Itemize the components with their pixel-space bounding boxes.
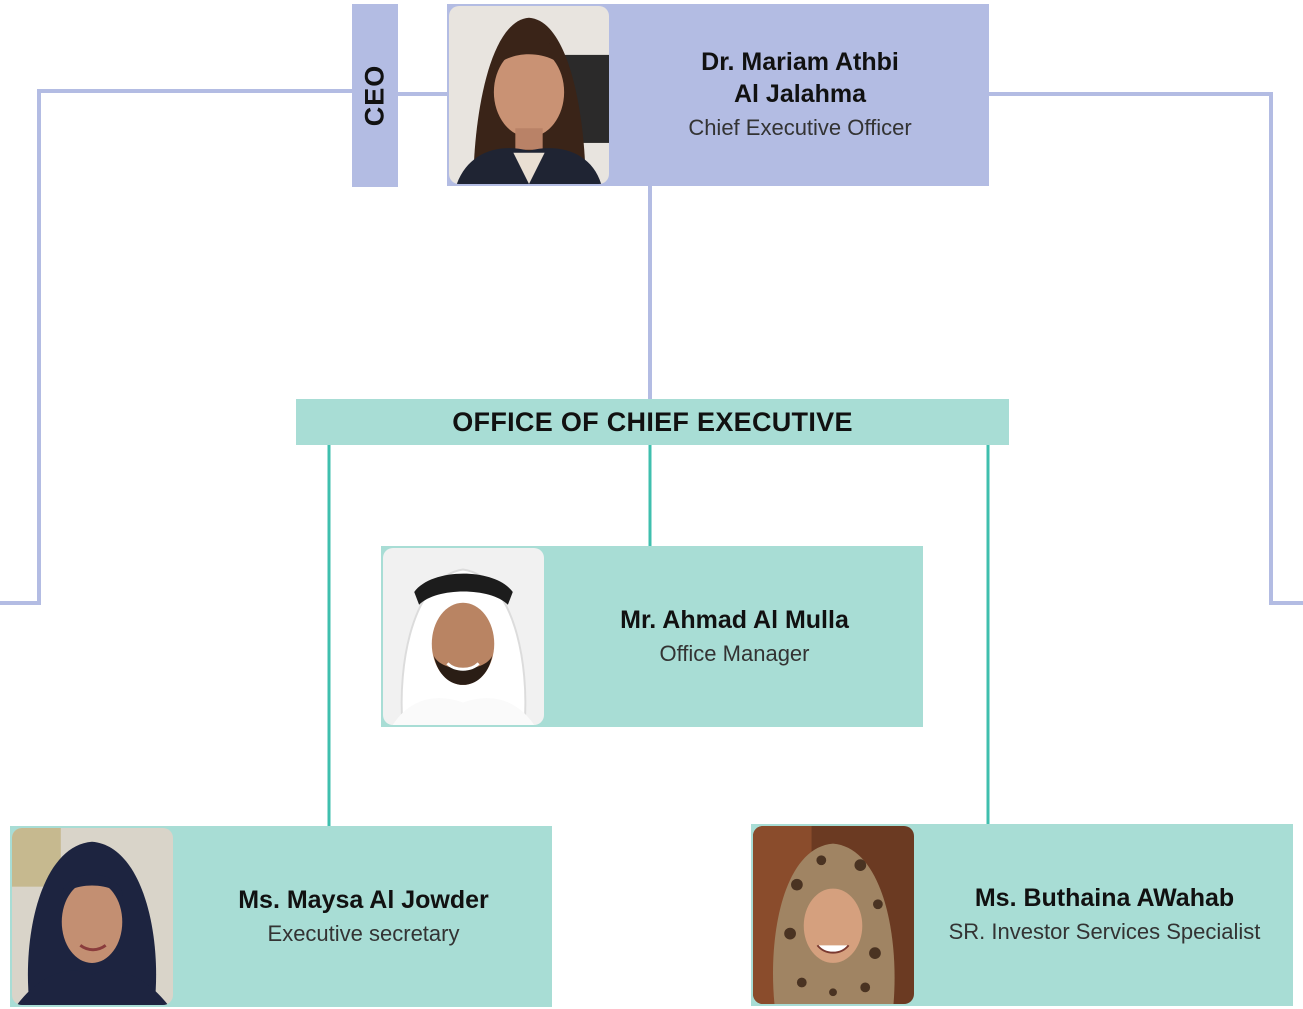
executive-secretary-photo — [10, 826, 175, 1007]
investor-services-card: Ms. Buthaina AWahab SR. Investor Service… — [751, 824, 1293, 1006]
executive-secretary-name: Ms. Maysa Al Jowder — [238, 885, 489, 914]
executive-secretary-role: Executive secretary — [267, 920, 460, 946]
executive-secretary-info: Ms. Maysa Al Jowder Executive secretary — [175, 826, 552, 1007]
ceo-tab-label: CEO — [359, 64, 390, 127]
ceo-info: Dr. Mariam Athbi Al Jalahma Chief Execut… — [611, 4, 989, 186]
ceo-tab: CEO — [352, 4, 398, 187]
ceo-card: Dr. Mariam Athbi Al Jalahma Chief Execut… — [447, 4, 989, 186]
office-of-chief-executive-header: OFFICE OF CHIEF EXECUTIVE — [296, 399, 1009, 445]
investor-services-photo — [751, 824, 916, 1006]
office-manager-photo — [381, 546, 546, 727]
ceo-name-line2: Al Jalahma — [733, 80, 866, 108]
office-manager-role: Office Manager — [659, 640, 810, 666]
office-manager-name: Mr. Ahmad Al Mulla — [620, 605, 849, 634]
ceo-name-line1: Dr. Mariam Athbi — [701, 48, 899, 76]
office-manager-info: Mr. Ahmad Al Mulla Office Manager — [546, 546, 923, 727]
office-title: OFFICE OF CHIEF EXECUTIVE — [452, 406, 853, 437]
office-manager-card: Mr. Ahmad Al Mulla Office Manager — [381, 546, 923, 727]
executive-secretary-card: Ms. Maysa Al Jowder Executive secretary — [10, 826, 552, 1007]
ceo-photo — [447, 4, 611, 186]
investor-services-role: SR. Investor Services Specialist — [948, 919, 1261, 944]
ceo-left-connector — [0, 89, 352, 605]
ceo-right-connector — [989, 92, 1303, 605]
investor-services-name: Ms. Buthaina AWahab — [974, 884, 1235, 912]
investor-services-info: Ms. Buthaina AWahab SR. Investor Service… — [916, 824, 1293, 1006]
ceo-role: Chief Executive Officer — [688, 115, 912, 140]
